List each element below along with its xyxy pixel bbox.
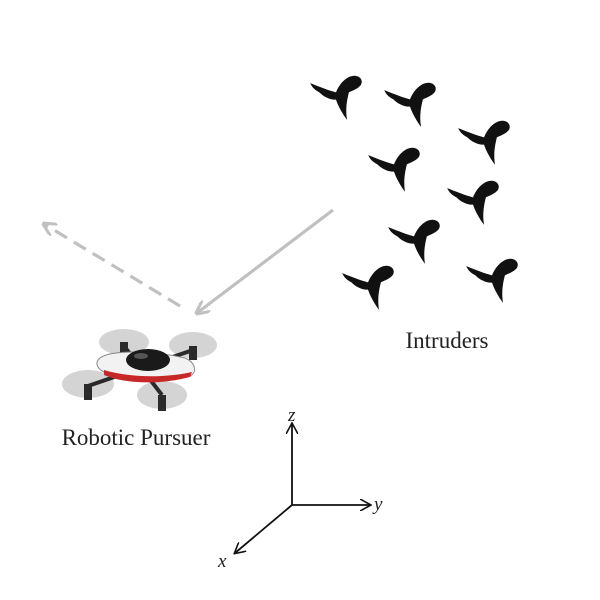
coordinate-axes — [235, 424, 370, 553]
approach-arrow — [197, 208, 334, 313]
quadrotor-drone-icon — [62, 329, 217, 411]
intruder-flock — [310, 75, 518, 310]
bird-icon — [342, 265, 394, 310]
bird-icon — [388, 219, 440, 264]
deflection-arrow — [44, 224, 181, 308]
x-axis-label: x — [217, 551, 227, 572]
bird-icon — [447, 180, 499, 225]
bird-icon — [458, 120, 510, 165]
z-axis-label: z — [287, 405, 296, 426]
intruders-label: Intruders — [405, 328, 488, 353]
bird-icon — [384, 82, 436, 127]
x-axis — [235, 504, 293, 553]
pursuer-label: Robotic Pursuer — [62, 425, 211, 450]
bird-icon — [368, 147, 420, 192]
rotor-disc — [169, 332, 217, 358]
y-axis-label: y — [372, 494, 383, 515]
bird-icon — [466, 258, 518, 303]
bird-icon — [310, 75, 362, 120]
